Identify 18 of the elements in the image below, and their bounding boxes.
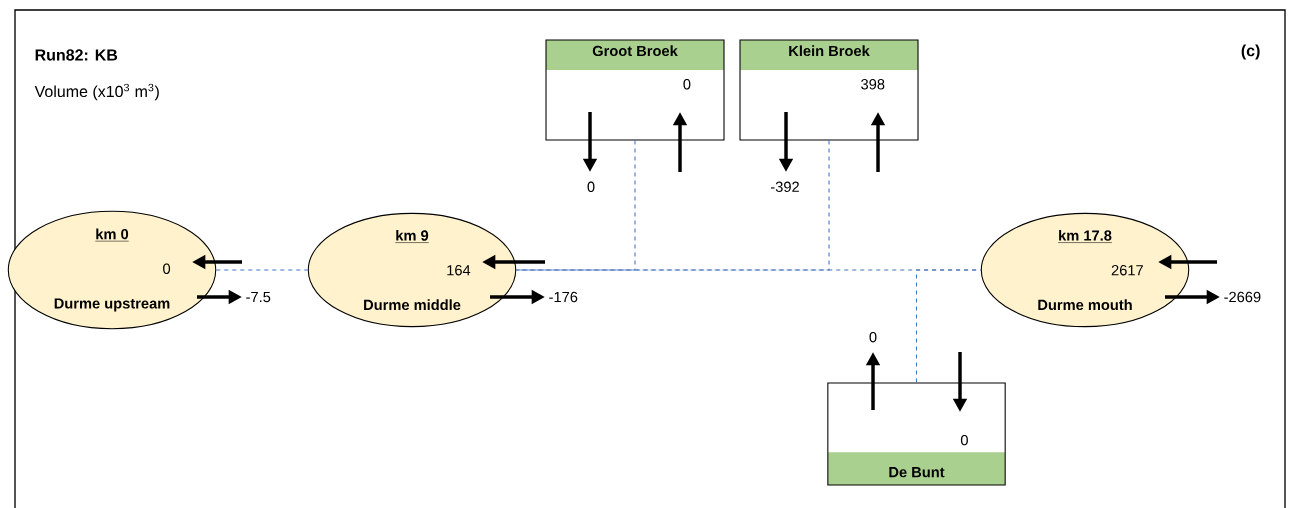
- panel-letter: (c): [1241, 44, 1260, 60]
- storage-box: 0 De Bunt: [827, 382, 1006, 486]
- flow-value: -7.5: [246, 291, 271, 303]
- ellipse-node: km 9 164 Durme middle: [307, 212, 517, 328]
- dashed-connector: [215, 269, 309, 271]
- run-title: Run82: KB: [35, 49, 118, 61]
- flow-value: -2669: [1224, 291, 1261, 303]
- storage-box: Klein Broek 398: [739, 39, 919, 141]
- flow-value: 0: [587, 181, 595, 192]
- ellipse-node: km 0 0 Durme upstream: [7, 210, 217, 330]
- storage-box: Groot Broek 0: [545, 39, 725, 141]
- flow-value: -176: [549, 291, 578, 303]
- flow-value: 0: [869, 332, 877, 343]
- unit-label: Volume (x10$^{3}$ m$^{3}$): [34, 83, 159, 101]
- dashed-connector: [515, 140, 636, 271]
- flow-value: -392: [771, 181, 799, 192]
- ellipse-node: km 17.8 2617 Durme mouth: [980, 212, 1190, 328]
- dashed-connector: [915, 269, 982, 383]
